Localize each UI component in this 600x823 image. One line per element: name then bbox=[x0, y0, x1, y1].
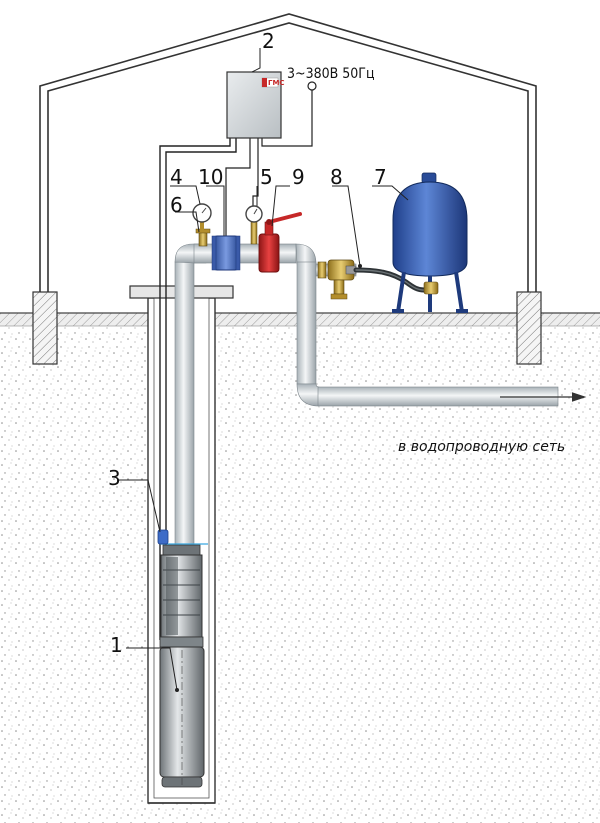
level-sensor bbox=[157, 529, 208, 545]
pressure-gauge-left bbox=[192, 203, 212, 231]
label-2-control-box: 2 bbox=[262, 29, 275, 53]
branch-fitting bbox=[317, 259, 357, 300]
submersible-pump bbox=[159, 544, 205, 788]
power-supply-label: 3~380В 50Гц bbox=[287, 66, 375, 82]
label-9-gate-valve: 9 bbox=[292, 165, 305, 189]
flexible-hose bbox=[353, 267, 427, 293]
label-6-drain-valve: 6 bbox=[170, 193, 183, 217]
label-1-pump: 1 bbox=[110, 633, 123, 657]
expansion-tank bbox=[392, 172, 468, 313]
control-box: ГМС bbox=[226, 71, 285, 139]
label-7-tank: 7 bbox=[374, 165, 387, 189]
building-outline bbox=[39, 13, 537, 293]
outlet-label: в водопроводную сеть bbox=[398, 439, 565, 455]
pressure-gauge-right bbox=[245, 205, 263, 245]
label-4-pressure-gauge: 4 bbox=[170, 165, 183, 189]
label-3-level-sensor: 3 bbox=[108, 466, 121, 490]
leader-lines bbox=[117, 48, 409, 691]
label-8-hose: 8 bbox=[330, 165, 343, 189]
check-valve bbox=[211, 235, 241, 271]
gate-valve bbox=[258, 212, 302, 273]
label-10-check-valve: 10 bbox=[198, 165, 223, 189]
foundation-left bbox=[32, 291, 58, 365]
drain-cock bbox=[195, 228, 211, 247]
power-supply-line bbox=[261, 81, 317, 147]
label-5-pressure-gauge: 5 bbox=[260, 165, 273, 189]
control-box-logo: ГМС bbox=[268, 79, 285, 87]
foundation-right bbox=[516, 291, 542, 365]
pump-cable bbox=[159, 138, 237, 640]
